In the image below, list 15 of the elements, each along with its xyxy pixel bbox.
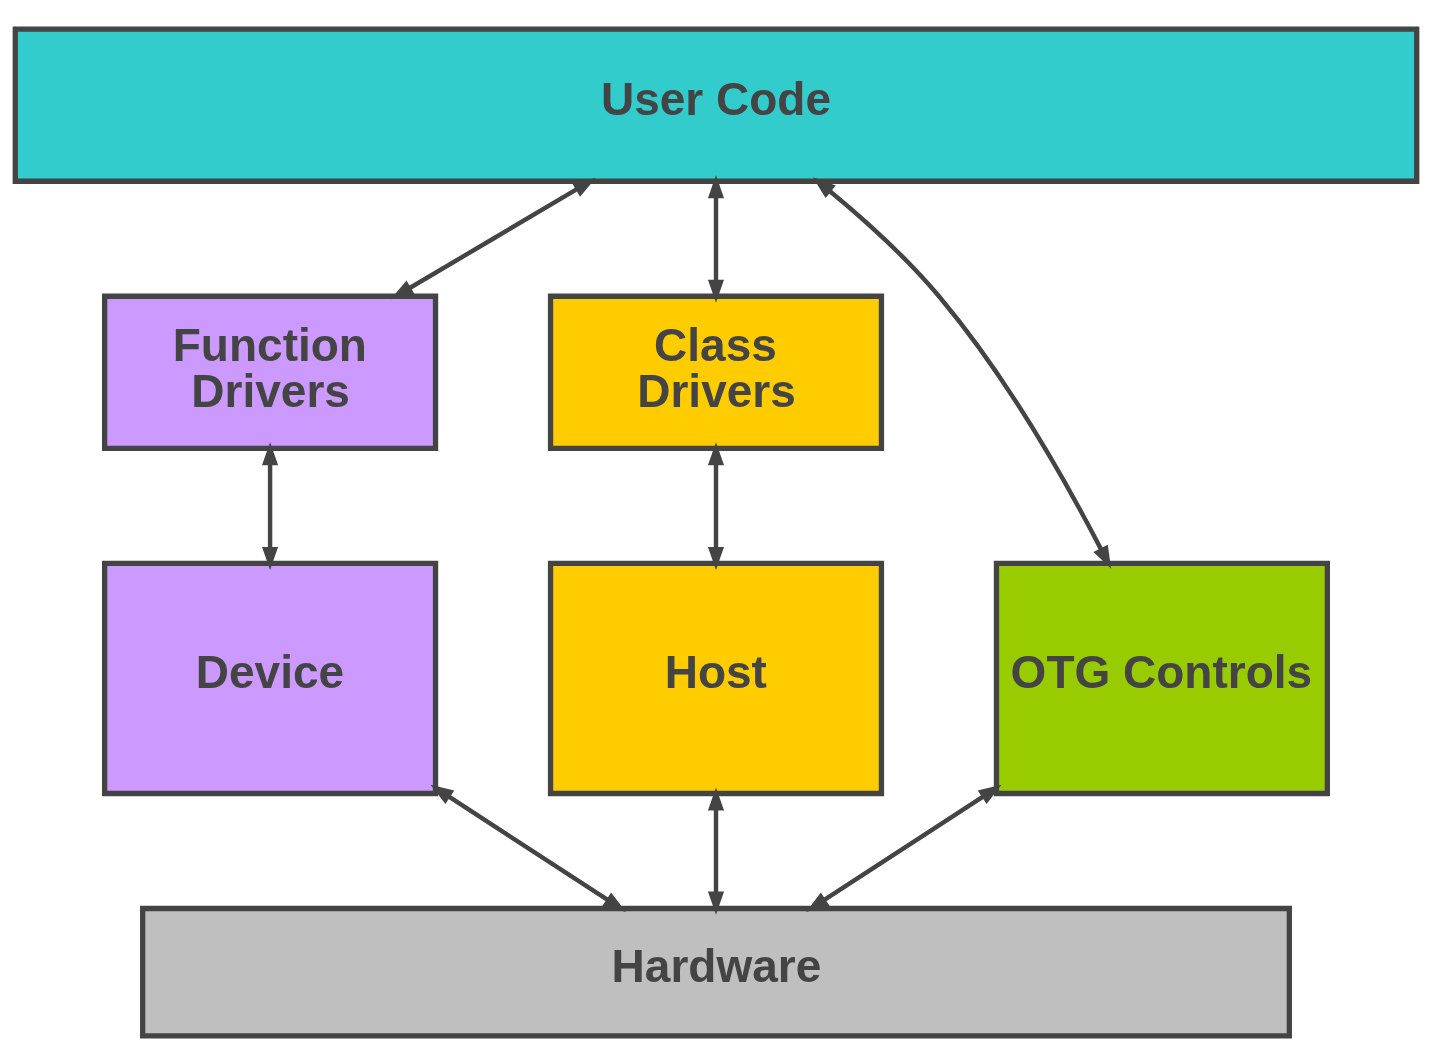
node-box: Hardware xyxy=(140,905,1292,1039)
node-box: User Code xyxy=(12,25,1420,184)
arrow xyxy=(262,441,279,570)
node-box: Device xyxy=(102,560,439,796)
node-box: OTG Controls xyxy=(993,560,1330,796)
arrow xyxy=(806,784,1002,912)
node-box: Function Drivers xyxy=(102,293,439,451)
arrow xyxy=(812,176,1112,569)
arrow xyxy=(707,174,725,303)
node-box: Class Drivers xyxy=(547,293,885,451)
node-box: Host xyxy=(547,560,885,796)
arrow xyxy=(390,177,596,299)
arrow xyxy=(707,441,725,570)
arrow xyxy=(707,786,725,915)
arrow xyxy=(430,784,626,912)
